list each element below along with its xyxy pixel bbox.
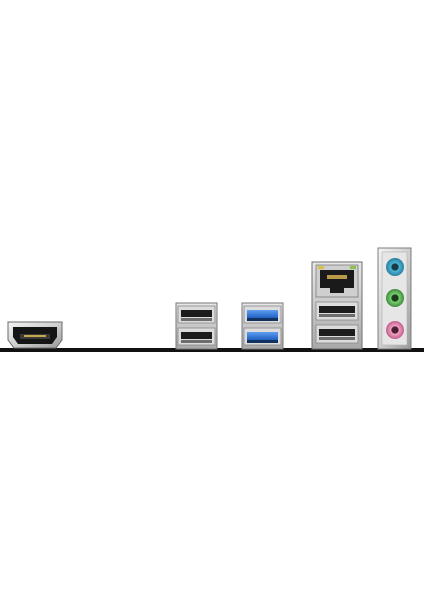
hdmi-port (7, 321, 63, 349)
usb2-stack (175, 302, 218, 350)
audio-jack-pink-icon (386, 321, 404, 339)
lan-usb-combo (311, 261, 363, 350)
pcb-edge (0, 348, 424, 352)
usb3-stack (241, 302, 284, 350)
audio-jack-blue-icon (386, 258, 404, 276)
audio-jack-green-icon (386, 289, 404, 307)
audio-jacks (377, 247, 412, 350)
